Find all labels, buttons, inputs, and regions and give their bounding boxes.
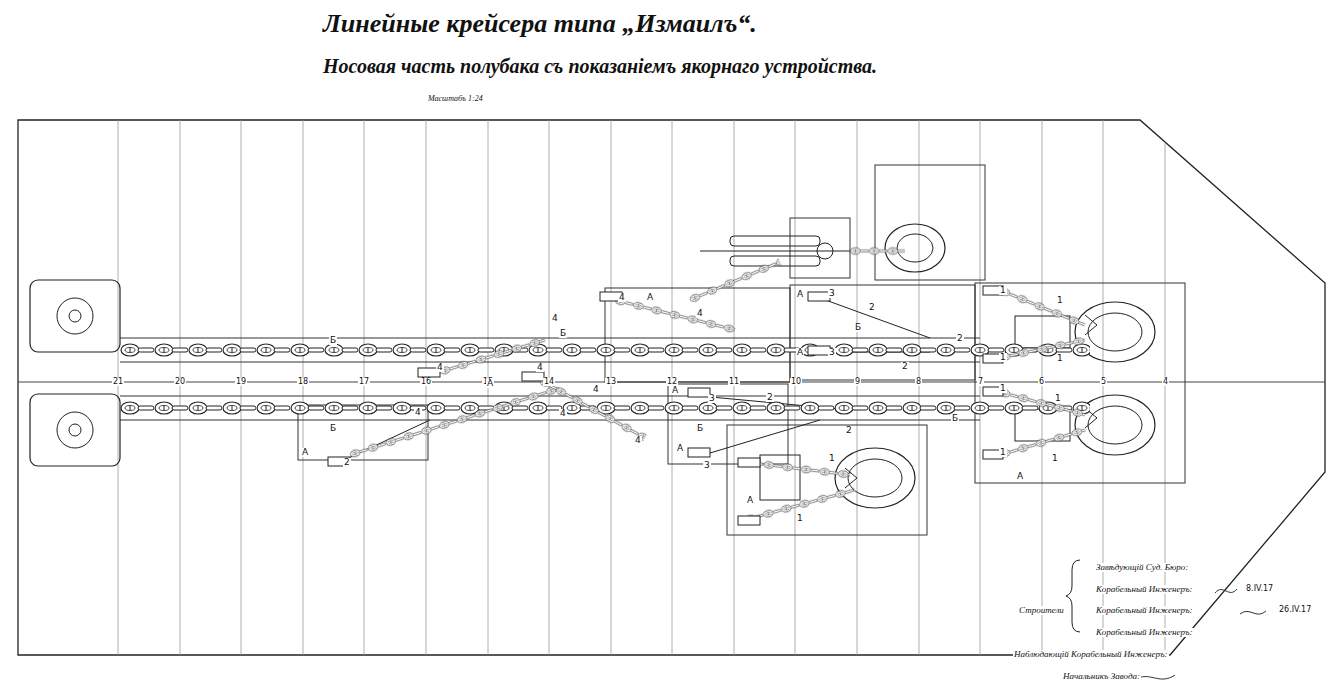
callout: 1	[999, 384, 1007, 393]
frame-number: 19	[235, 378, 247, 386]
signature-date: 26.IV.17	[1278, 606, 1312, 614]
callout: Б	[951, 414, 959, 423]
frame-number: 9	[854, 378, 861, 386]
callout: 1	[1056, 354, 1064, 363]
frame-number: 18	[297, 378, 309, 386]
frame-number: 13	[605, 378, 617, 386]
title-block-text: Корабельный Инженеръ:	[1095, 585, 1194, 594]
callout: 1	[1056, 296, 1064, 305]
frame-number: 12	[666, 378, 678, 386]
callout: 3	[828, 289, 836, 298]
frame-number: 10	[790, 378, 802, 386]
callout: 2	[868, 303, 876, 312]
callout: 2	[901, 362, 909, 371]
frame-number: 14	[543, 378, 555, 386]
title-block-text: Корабельный Инженеръ:	[1095, 628, 1194, 637]
title-block-text: Наблюдающій Корабельный Инженеръ:	[1013, 650, 1169, 659]
callout: 2	[845, 426, 853, 435]
title-block-text: Начальникъ Завода:	[1062, 672, 1141, 681]
frame-number: 5	[1100, 378, 1107, 386]
frame-number: 4	[1162, 378, 1169, 386]
callout: 4	[436, 363, 444, 372]
callout: 2	[956, 334, 964, 343]
callout: 1	[828, 454, 836, 463]
callout: 4	[536, 363, 544, 372]
callout: Б	[329, 424, 337, 433]
callout: А	[646, 293, 654, 302]
frame-number: 20	[174, 378, 186, 386]
title-block-text: Корабельный Инженеръ:	[1095, 606, 1194, 615]
callout: А	[796, 290, 804, 299]
frame-number: 17	[358, 378, 370, 386]
callout: 4	[696, 309, 704, 318]
callout: 1	[999, 353, 1007, 362]
signature-date: 8.IV.17	[1245, 585, 1274, 593]
scale-note: Масштабъ 1:24	[427, 95, 484, 103]
callout: 1	[999, 286, 1007, 295]
callout: А	[796, 348, 804, 357]
callout: 3	[708, 394, 716, 403]
title-block-text: Строители	[1018, 606, 1065, 615]
callout: А	[1016, 472, 1024, 481]
callout: 4	[618, 293, 626, 302]
callout: 1	[796, 514, 804, 523]
subtitle: Носовая часть полубака съ показаніемъ як…	[322, 56, 878, 76]
callout: А	[746, 496, 754, 505]
callout: 3	[828, 348, 836, 357]
callout: 3	[703, 461, 711, 470]
callout: Б	[559, 329, 567, 338]
frame-number: 6	[1038, 378, 1045, 386]
callout: 4	[559, 409, 567, 418]
callout: 4	[414, 408, 422, 417]
drawing-title: Линейные крейсера типа „Измаилъ“.	[323, 10, 757, 39]
callout: 2	[766, 393, 774, 402]
frame-number: 16	[420, 378, 432, 386]
callout: 1	[999, 448, 1007, 457]
callout: А	[301, 448, 309, 457]
title-block-text: Завѣдующій Суд. Бюро:	[1095, 563, 1189, 572]
callout: А	[671, 386, 679, 395]
callout: 4	[551, 314, 559, 323]
callout: 4	[634, 436, 642, 445]
callout: А	[676, 444, 684, 453]
frame-number: 11	[728, 378, 740, 386]
frame-number: 8	[915, 378, 922, 386]
callout: Б	[329, 336, 337, 345]
callout: А	[486, 379, 494, 388]
callout: 4	[592, 385, 600, 394]
frame-number: 21	[112, 378, 124, 386]
callout: Б	[696, 424, 704, 433]
callout: 1	[1054, 394, 1062, 403]
frame-number: 7	[977, 378, 984, 386]
callout: Б	[854, 323, 862, 332]
callout: 1	[1051, 454, 1059, 463]
callout: 2	[343, 458, 351, 467]
